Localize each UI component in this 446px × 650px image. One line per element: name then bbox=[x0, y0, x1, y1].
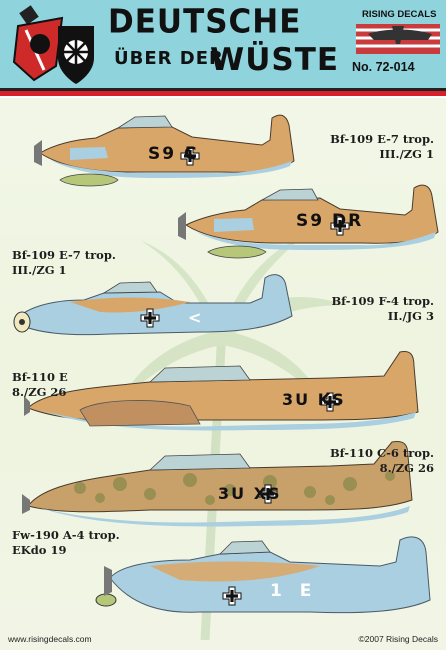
fuselage-code-2: S9 DR bbox=[296, 211, 364, 231]
aircraft-unit: III./ZG 1 bbox=[12, 263, 67, 277]
aircraft-label-6: Fw-190 A-4 trop. EKdo 19 bbox=[12, 528, 120, 558]
balkenkreuz-marking bbox=[258, 484, 278, 504]
aircraft-type: Fw-190 A-4 trop. bbox=[12, 528, 120, 542]
aircraft-label-3: Bf-109 F-4 trop. II./JG 3 bbox=[331, 294, 434, 324]
aircraft-label-1: Bf-109 E-7 trop. III./ZG 1 bbox=[330, 132, 434, 162]
fuselage-code-1: S9 C bbox=[148, 144, 199, 164]
header-stripe-dark bbox=[0, 88, 446, 91]
aircraft-unit: II./JG 3 bbox=[387, 309, 434, 323]
crosses bbox=[140, 146, 350, 606]
title-deutsche: DEUTSCHE bbox=[108, 3, 302, 41]
title-uber-der: ÜBER DER bbox=[114, 48, 224, 69]
aircraft-type: Bf-109 E-7 trop. bbox=[330, 132, 434, 146]
aircraft-profile-bf110c bbox=[22, 441, 413, 527]
balkenkreuz-marking bbox=[330, 216, 350, 236]
footer-copyright: ©2007 Rising Decals bbox=[358, 634, 439, 644]
balkenkreuz-marking bbox=[140, 308, 160, 328]
title-wuste: WÜSTE bbox=[210, 42, 340, 78]
aircraft-type: Bf-109 E-7 trop. bbox=[12, 248, 116, 262]
aircraft-profile-bf109e-2 bbox=[178, 184, 439, 259]
balkenkreuz-marking bbox=[180, 146, 200, 166]
aircraft-profile-bf109f bbox=[13, 274, 293, 336]
wheel-emblem bbox=[58, 26, 94, 84]
aircraft-label-4: Bf-110 E 8./ZG 26 bbox=[12, 370, 68, 400]
fuselage-code-5: 3U XS bbox=[218, 484, 282, 503]
squadron-emblem bbox=[12, 5, 64, 82]
aircraft-unit: 8./ZG 26 bbox=[12, 385, 67, 399]
brand-logo bbox=[356, 24, 440, 54]
fuselage-code-6: 1 E bbox=[270, 581, 318, 601]
aircraft-label-5: Bf-110 C-6 trop. 8./ZG 26 bbox=[330, 446, 434, 476]
footer-website: www.risingdecals.com bbox=[8, 634, 92, 644]
aircraft-label-2: Bf-109 E-7 trop. III./ZG 1 bbox=[12, 248, 116, 278]
aircraft-unit: III./ZG 1 bbox=[379, 147, 434, 161]
aircraft-type: Bf-110 E bbox=[12, 370, 68, 384]
aircraft-type: Bf-110 C-6 trop. bbox=[329, 446, 434, 460]
aircraft-type: Bf-109 F-4 trop. bbox=[331, 294, 434, 308]
balkenkreuz-marking bbox=[320, 392, 340, 412]
brand-name: RISING DECALS bbox=[362, 9, 437, 20]
header-stripe-white bbox=[0, 96, 446, 98]
aircraft-unit: EKdo 19 bbox=[12, 543, 67, 557]
header-stripe-red bbox=[0, 91, 446, 96]
catalog-number: No. 72-014 bbox=[352, 60, 415, 74]
balkenkreuz-marking bbox=[222, 586, 242, 606]
fuselage-code-3: < bbox=[188, 308, 202, 327]
aircraft-profile-bf109e-1 bbox=[34, 114, 295, 187]
aircraft-unit: 8./ZG 26 bbox=[379, 461, 434, 475]
aircraft-profile-fw190 bbox=[95, 536, 431, 614]
fuselage-code-4: 3U KS bbox=[282, 390, 346, 409]
